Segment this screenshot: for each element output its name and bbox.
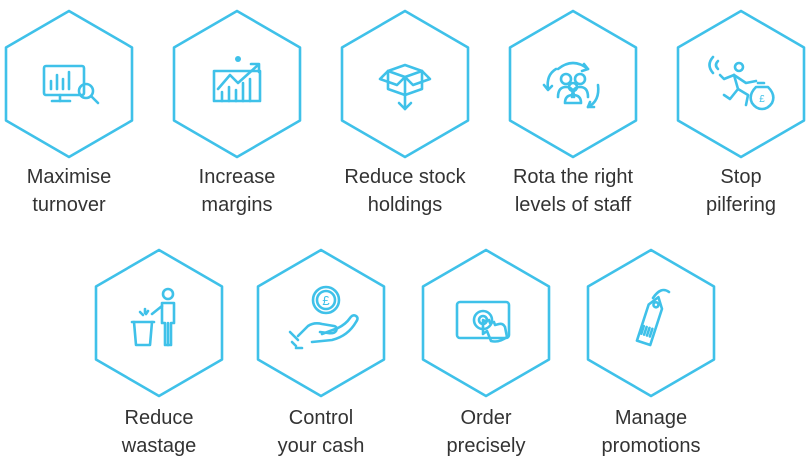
label-line-1: Maximise — [26, 166, 112, 188]
hexagon-frame — [94, 248, 224, 398]
label-line-1: Stop — [720, 166, 762, 188]
hexagon-frame — [172, 9, 302, 159]
feature-label: Stop pilfering — [656, 163, 807, 219]
label-line-2: pilfering — [705, 194, 777, 216]
hexagon-frame — [4, 9, 134, 159]
feature-label: Rota the right levels of staff — [488, 163, 658, 219]
touch-screen-icon — [455, 300, 511, 343]
price-tag-icon — [635, 288, 671, 347]
label-line-2: turnover — [32, 194, 106, 216]
feature-label: Maximise turnover — [0, 163, 154, 219]
label-line-2: promotions — [601, 435, 701, 457]
label-line-1: Manage — [614, 407, 688, 429]
hand-coin-icon: £ — [288, 285, 359, 350]
label-line-1: Increase — [198, 166, 276, 188]
svg-text:£: £ — [759, 94, 765, 105]
label-line-1: Reduce — [124, 407, 194, 429]
feature-label: Increase margins — [152, 163, 322, 219]
label-line-2: wastage — [121, 435, 197, 457]
waste-bin-person-icon — [130, 287, 176, 347]
feature-label: Order precisely — [401, 404, 571, 460]
label-line-2: precisely — [446, 435, 526, 457]
hexagon-frame: £ — [256, 248, 386, 398]
rising-chart-icon — [212, 56, 262, 103]
label-line-2: margins — [201, 194, 273, 216]
hexagon-frame — [421, 248, 551, 398]
hexagon-frame — [340, 9, 470, 159]
feature-label: Reduce wastage — [74, 404, 244, 460]
analytics-monitor-icon — [42, 64, 100, 105]
hexagon-frame — [586, 248, 716, 398]
feature-label: Manage promotions — [566, 404, 736, 460]
label-line-1: Control — [288, 407, 354, 429]
feature-label: Reduce stock holdings — [320, 163, 490, 219]
label-line-2: levels of staff — [514, 194, 632, 216]
label-line-1: Rota the right — [512, 166, 634, 188]
label-line-1: Reduce stock — [344, 166, 466, 188]
thief-running-icon: £ — [708, 55, 775, 111]
hexagon-frame: £ — [676, 9, 806, 159]
label-line-1: Order — [460, 407, 512, 429]
feature-label: Control your cash — [236, 404, 406, 460]
hexagon-frame — [508, 9, 638, 159]
staff-rotation-icon — [542, 61, 600, 109]
label-line-2: holdings — [367, 194, 443, 216]
open-box-icon — [378, 63, 432, 111]
label-line-2: your cash — [277, 435, 365, 457]
svg-text:£: £ — [322, 293, 330, 308]
